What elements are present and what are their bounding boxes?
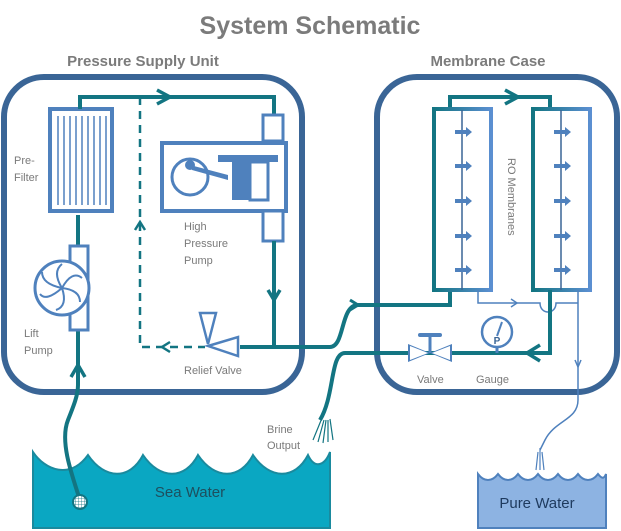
lift-pump-label-2: Pump bbox=[24, 345, 53, 357]
diagram-title: System Schematic bbox=[200, 12, 421, 40]
brine-output-label-1: Brine bbox=[267, 424, 293, 436]
gauge-label: Gauge bbox=[476, 374, 509, 386]
brine-output-label-2: Output bbox=[267, 440, 300, 452]
relief-valve-label: Relief Valve bbox=[184, 365, 242, 377]
lift-pump-label-1: Lift bbox=[24, 328, 39, 340]
gauge-symbol: P bbox=[494, 336, 501, 347]
flow-arrow-icon bbox=[523, 343, 541, 363]
ro-membranes-label: RO Membranes bbox=[505, 158, 517, 236]
flow-arrow-icon bbox=[69, 361, 87, 378]
flow-arrow-icon bbox=[156, 88, 174, 106]
pure-water-tank bbox=[477, 471, 607, 529]
brine-spray-icon bbox=[312, 417, 334, 444]
hp-pump-label-2: Pressure bbox=[184, 238, 228, 250]
flow-arrow-icon bbox=[133, 219, 147, 231]
pressure-gauge-icon bbox=[480, 315, 514, 353]
flow-arrow-icon bbox=[349, 298, 361, 312]
relief-valve-icon bbox=[198, 311, 240, 358]
pressure-supply-unit-box bbox=[1, 74, 305, 395]
pressure-supply-heading: Pressure Supply Unit bbox=[67, 53, 219, 70]
ro-membrane-1 bbox=[432, 107, 493, 292]
high-pressure-pump-icon bbox=[160, 113, 288, 243]
brine-pipe bbox=[318, 290, 552, 422]
pre-filter bbox=[48, 107, 114, 213]
hp-pump-label-1: High bbox=[184, 221, 207, 233]
valve-icon bbox=[408, 333, 452, 362]
prefilter-label-1: Pre- bbox=[14, 155, 35, 167]
flow-arrow-icon bbox=[266, 289, 282, 304]
lift-pump-icon bbox=[33, 244, 91, 332]
pure-water-label: Pure Water bbox=[499, 495, 574, 512]
intake-pipe bbox=[63, 250, 82, 501]
intake-strainer-icon bbox=[72, 494, 88, 510]
permeate-arrows bbox=[455, 127, 571, 275]
prefilter-label-2: Filter bbox=[14, 172, 39, 184]
membrane-top-pipe bbox=[448, 95, 552, 108]
flow-arrow-icon bbox=[159, 340, 171, 354]
feed-pipe bbox=[78, 95, 276, 115]
hp-pump-label-3: Pump bbox=[184, 255, 213, 267]
sea-water-tank bbox=[32, 448, 331, 529]
sea-water-label: Sea Water bbox=[155, 484, 225, 501]
membrane-case-box bbox=[374, 74, 620, 395]
membrane-case-heading: Membrane Case bbox=[430, 53, 545, 70]
pure-water-pipe bbox=[539, 290, 579, 451]
permeate-pipe bbox=[477, 290, 578, 313]
valve-label: Valve bbox=[417, 374, 444, 386]
flow-arrow-icon bbox=[504, 88, 522, 106]
